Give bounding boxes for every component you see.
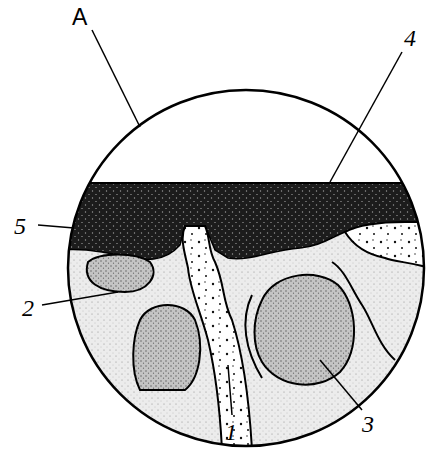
leader-line [320,360,362,410]
light-grain [345,222,427,268]
leader-line [330,52,402,182]
view-label: A [72,6,87,29]
grain [87,255,154,293]
callout-number: 5 [14,214,26,238]
leader-lines [38,30,402,415]
grain-boundary [332,262,395,360]
leader-line [92,30,140,127]
grain-boundary [245,295,262,378]
grain [255,275,355,385]
grain [133,305,200,390]
callout-number: 1 [225,420,237,444]
view-circle [68,90,424,446]
callout-number: 4 [404,26,416,50]
leader-line [228,365,232,415]
pore [183,226,252,449]
leader-line [38,225,74,228]
callout-number: 3 [362,412,374,436]
upper-space [0,0,427,183]
callout-number: 2 [22,296,34,320]
surface-line [60,182,427,184]
leader-line [42,292,118,305]
